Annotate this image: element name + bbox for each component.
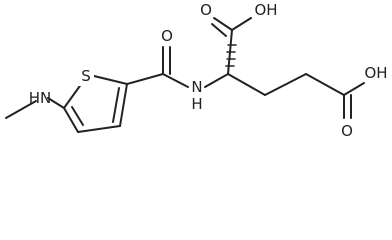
bond-c5-s	[63, 82, 83, 109]
bond-c4-c5	[63, 107, 79, 133]
bond-ch2a-ch2b	[264, 73, 307, 96]
alpha-acid-hydroxyl-label: OH	[254, 1, 277, 19]
bond-c2-c3	[119, 83, 128, 127]
bond-lines	[5, 17, 365, 133]
side-acid-oxygen-label: O	[341, 122, 353, 140]
ring-sulfur-label: S	[81, 67, 91, 85]
bond-cooh-o-double-2	[211, 23, 227, 37]
bond-cooh-o-double-1	[213, 17, 233, 31]
bond-nh-c5	[47, 97, 65, 109]
bond-methyl-nh	[5, 100, 37, 119]
side-acid-hydroxyl-label: OH	[364, 64, 387, 82]
alpha-acid-oxygen-label: O	[200, 1, 212, 19]
bond-carbonyl-n	[162, 73, 189, 88]
amine-nitrogen-label: HN	[29, 89, 52, 107]
bond-side-cooh-oh	[343, 82, 365, 96]
amide-oxygen-label: O	[161, 27, 173, 45]
bond-n-alpha	[204, 73, 229, 88]
bond-c2-c3-double	[112, 87, 120, 123]
bond-ch2b-cooh	[305, 73, 345, 96]
bond-cooh-oh	[231, 17, 252, 31]
bond-c3-c4	[77, 125, 121, 133]
amide-nitrogen-label: N	[191, 78, 202, 96]
atom-labels: S HN O N H O OH OH O	[29, 1, 388, 140]
stereo-hash-bond	[225, 44, 237, 67]
chemical-structure-diagram: S HN O N H O OH OH O	[5, 1, 388, 140]
bond-s-c2	[93, 75, 128, 85]
bond-c2-carbonyl	[126, 73, 164, 85]
amide-hydrogen-label: H	[191, 95, 202, 113]
bond-c4-c5-double	[71, 106, 84, 126]
bond-alpha-ch2a	[227, 73, 266, 96]
